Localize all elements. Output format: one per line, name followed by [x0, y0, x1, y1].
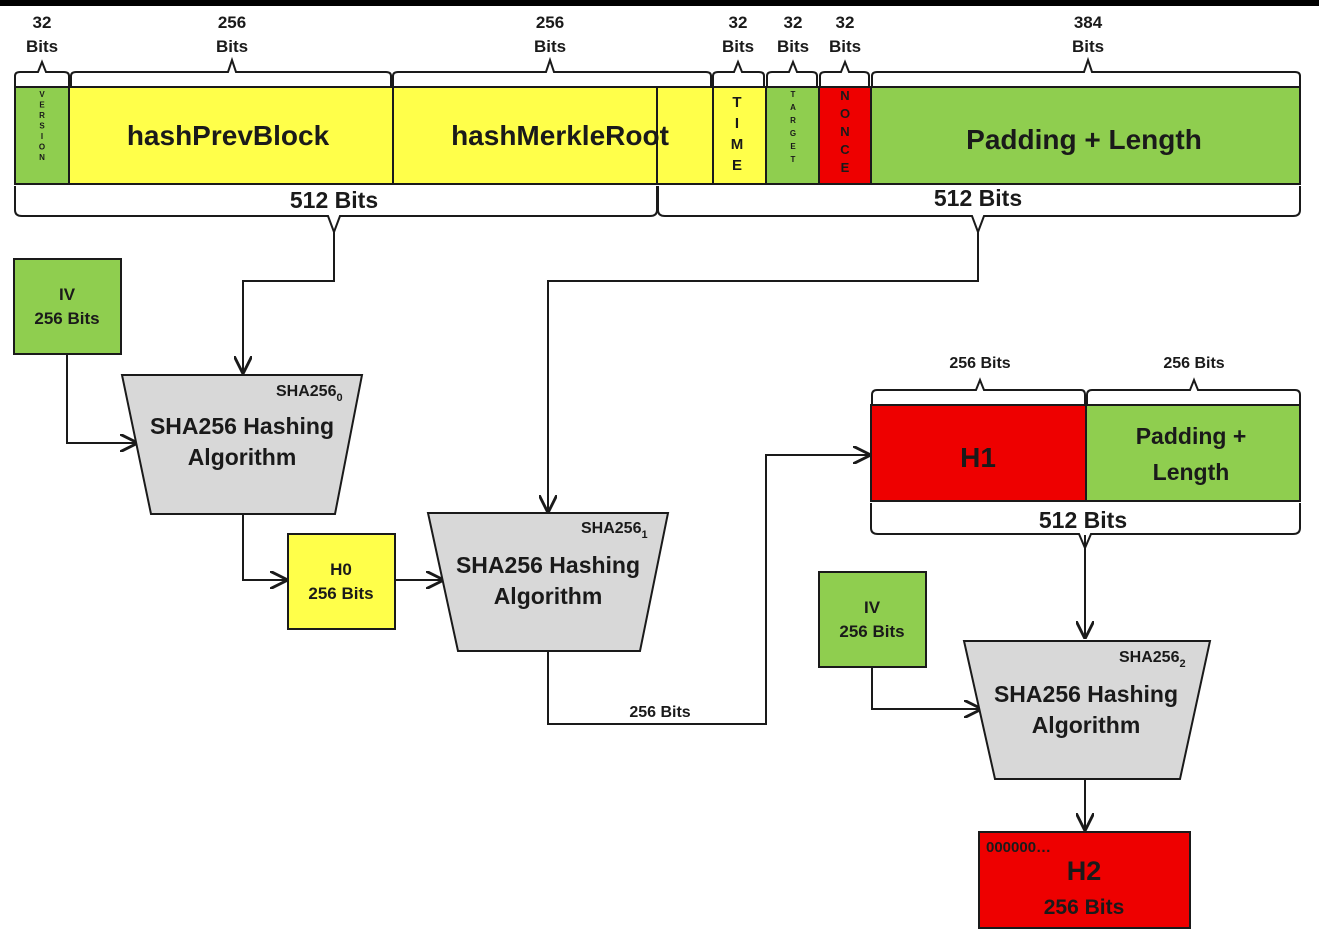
size-time: 32	[729, 13, 748, 32]
sha2-subscript: 2	[1179, 658, 1185, 670]
wire-sha1-to-h1	[547, 455, 869, 725]
chunk2-label: 512 Bits	[934, 185, 1022, 211]
h2-prefix: 000000…	[986, 839, 1051, 856]
brace-target	[766, 59, 818, 86]
iv1-title: IV	[59, 285, 76, 304]
sha2-line1: SHA256 Hashing	[994, 681, 1178, 707]
brace-h1	[871, 377, 1086, 404]
sha1-line1: SHA256 Hashing	[456, 552, 640, 578]
wire-label-256bits: 256 Bits	[629, 704, 690, 721]
unit-hashprevblock: Bits	[216, 37, 248, 56]
h1-label: H1	[960, 442, 996, 473]
wire-sha0-to-h0	[242, 514, 286, 580]
sha256-2-block: SHA2562 SHA256 Hashing Algorithm	[962, 640, 1212, 780]
size-hashmerkleroot: 256	[536, 13, 564, 32]
unit-target: Bits	[777, 37, 809, 56]
sha2-name: SHA2562	[1119, 649, 1186, 670]
brace-block2	[870, 503, 1301, 551]
size-hashprevblock: 256	[218, 13, 246, 32]
iv2-size: 256 Bits	[839, 622, 904, 641]
field-hashmerkleroot	[392, 86, 714, 185]
sha1-subscript: 1	[641, 529, 647, 541]
h1-field	[870, 404, 1087, 502]
sha0-line1: SHA256 Hashing	[150, 413, 334, 439]
block2-total-label: 512 Bits	[1039, 507, 1127, 533]
wire-chunk1-to-sha0	[243, 232, 335, 372]
h0-title: H0	[330, 560, 352, 579]
top-border	[0, 0, 1319, 6]
iv2-title: IV	[864, 598, 881, 617]
sha1-line2: Algorithm	[494, 583, 603, 609]
pad-size-label: 256 Bits	[1163, 355, 1224, 372]
pad-line1: Padding +	[1136, 423, 1247, 449]
wire-iv1-to-sha0	[66, 354, 136, 443]
sha1-name: SHA2561	[581, 520, 648, 541]
brace-time	[712, 59, 765, 86]
unit-nonce: Bits	[829, 37, 861, 56]
wire-iv2-to-sha2	[871, 667, 980, 709]
h1-size-label: 256 Bits	[949, 355, 1010, 372]
sha0-name: SHA2560	[276, 383, 343, 404]
size-nonce: 32	[836, 13, 855, 32]
second-message-block: 256 Bits 256 Bits H1 Padding + Length 51…	[870, 355, 1301, 551]
unit-hashmerkleroot: Bits	[534, 37, 566, 56]
h0-box: H0 256 Bits	[287, 533, 396, 630]
brace-padding	[871, 56, 1301, 86]
field-padding	[870, 86, 1301, 185]
field-hashprevblock	[68, 86, 394, 185]
field-top-braces	[14, 56, 1301, 86]
iv1-size: 256 Bits	[34, 309, 99, 328]
sha256-0-block: SHA2560 SHA256 Hashing Algorithm	[120, 374, 364, 515]
field-version	[14, 86, 70, 185]
h2-box: 000000… H2 256 Bits	[978, 831, 1191, 929]
unit-time: Bits	[722, 37, 754, 56]
sha2-line2: Algorithm	[1032, 712, 1141, 738]
field-nonce	[818, 86, 872, 185]
label-hashmerkleroot: hashMerkleRoot	[451, 120, 669, 151]
chunk1-label: 512 Bits	[290, 187, 378, 213]
field-size-labels: 32 Bits 256 Bits 256 Bits 32 Bits 32 Bit…	[26, 13, 1104, 56]
size-version: 32	[33, 13, 52, 32]
brace-pad	[1086, 377, 1301, 404]
sha0-subscript: 0	[336, 392, 342, 404]
iv-box-1: IV 256 Bits	[13, 258, 122, 355]
unit-padding: Bits	[1072, 37, 1104, 56]
iv-box-2: IV 256 Bits	[818, 571, 927, 668]
label-hashprevblock: hashPrevBlock	[127, 120, 330, 151]
field-target	[765, 86, 820, 185]
size-padding: 384	[1074, 13, 1103, 32]
wire-chunk2-to-sha1	[548, 232, 979, 511]
h2-size: 256 Bits	[1044, 896, 1125, 919]
unit-version: Bits	[26, 37, 58, 56]
h0-size: 256 Bits	[308, 584, 373, 603]
brace-hashmerkleroot	[392, 56, 712, 86]
sha256-1-block: SHA2561 SHA256 Hashing Algorithm	[426, 512, 670, 652]
size-target: 32	[784, 13, 803, 32]
pad-line2: Length	[1153, 459, 1230, 485]
brace-nonce	[819, 59, 870, 86]
label-padding: Padding + Length	[966, 124, 1202, 155]
h2-title: H2	[1067, 856, 1102, 886]
pad-field	[1085, 404, 1301, 502]
sha0-line2: Algorithm	[188, 444, 297, 470]
brace-hashprevblock	[70, 56, 392, 86]
brace-version	[14, 59, 70, 86]
